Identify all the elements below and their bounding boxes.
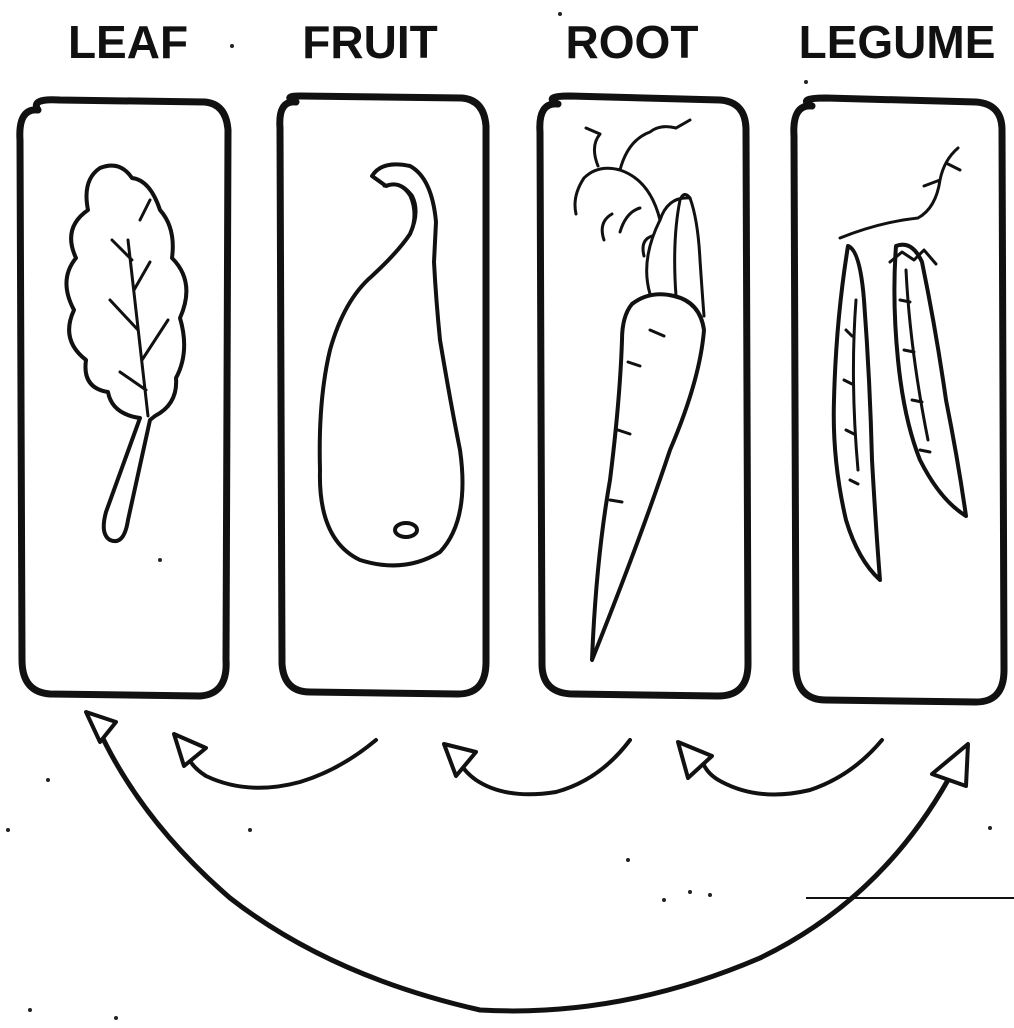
label-root: ROOT bbox=[566, 16, 699, 68]
label-legume: LEGUME bbox=[799, 16, 996, 68]
arrow-fruit-to-leaf bbox=[174, 734, 376, 788]
label-leaf: LEAF bbox=[68, 16, 188, 68]
arrow-root-to-fruit bbox=[444, 740, 630, 794]
bed-leaf bbox=[20, 100, 228, 696]
bed-root bbox=[540, 96, 748, 696]
bed-fruit bbox=[280, 96, 486, 694]
bed-legume bbox=[794, 98, 1004, 702]
arrow-legume-to-root bbox=[678, 740, 882, 795]
arrow-leaf-to-legume bbox=[86, 712, 968, 1011]
label-fruit: FRUIT bbox=[302, 16, 437, 68]
